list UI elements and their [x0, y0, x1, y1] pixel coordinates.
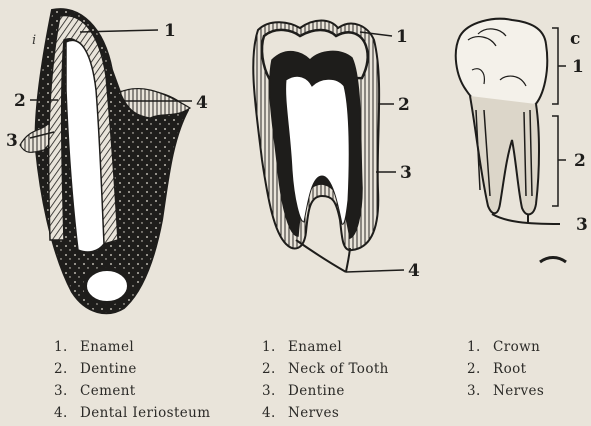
legend-item: 2.Neck of Tooth — [262, 358, 389, 380]
legend-label: Crown — [493, 339, 540, 355]
callout-b-1: 1 — [396, 27, 408, 47]
callout-a-2: 2 — [14, 91, 26, 111]
legend-item: 4.Dental Ieriosteum — [54, 402, 210, 424]
callout-a-4: 4 — [196, 93, 208, 113]
exterior-nerves — [492, 214, 560, 224]
diagram-a-tooth-in-jaw: 1 2 3 4 — [6, 9, 208, 313]
legend-label: Nerves — [288, 405, 339, 421]
stray-mark-i: i — [32, 33, 36, 48]
legend-diagram-a: 1.Enamel 2.Dentine 3.Cement 4.Dental Ier… — [54, 336, 210, 424]
legend-item: 3.Cement — [54, 380, 210, 402]
molar-nerves — [296, 240, 350, 272]
callout-a-1: 1 — [164, 21, 176, 41]
legend-label: Neck of Tooth — [288, 361, 389, 377]
legend-item: 2.Dentine — [54, 358, 210, 380]
legend-item: 3.Dentine — [262, 380, 389, 402]
callout-b-2: 2 — [398, 95, 410, 115]
legend-item: 1.Enamel — [54, 336, 210, 358]
root-apex — [85, 269, 129, 303]
legend-item: 2.Root — [467, 358, 544, 380]
legend-item: 3.Nerves — [467, 380, 544, 402]
crown-bracket — [552, 28, 566, 104]
legend-label: Enamel — [288, 339, 342, 355]
callout-b-3: 3 — [400, 163, 412, 183]
diagram-b-molar-section: 1 2 3 4 — [253, 21, 420, 282]
legend-item: 1.Crown — [467, 336, 544, 358]
callout-c-2: 2 — [574, 151, 586, 171]
root-bracket — [552, 116, 566, 206]
diagram-c-tooth-exterior: c 1 2 3 — [456, 19, 588, 262]
legend-item: 1.Enamel — [262, 336, 389, 358]
tooth-roots — [470, 96, 539, 214]
callout-a-3: 3 — [6, 131, 18, 151]
legend-label: Nerves — [493, 383, 544, 399]
legend-label: Dentine — [288, 383, 345, 399]
legend-label: Enamel — [80, 339, 134, 355]
diagram-c-letter: c — [570, 29, 580, 49]
callout-c-1: 1 — [572, 57, 584, 77]
legend-label: Dental Ieriosteum — [80, 405, 210, 421]
callout-b-4: 4 — [408, 261, 420, 281]
callout-c-3: 3 — [576, 215, 588, 235]
ink-mark — [540, 258, 566, 263]
legend-label: Root — [493, 361, 526, 377]
legend-diagram-b: 1.Enamel 2.Neck of Tooth 3.Dentine 4.Ner… — [262, 336, 389, 424]
legend-item: 4.Nerves — [262, 402, 389, 424]
legend-label: Cement — [80, 383, 136, 399]
legend-diagram-c: 1.Crown 2.Root 3.Nerves — [467, 336, 544, 402]
legend-label: Dentine — [80, 361, 137, 377]
